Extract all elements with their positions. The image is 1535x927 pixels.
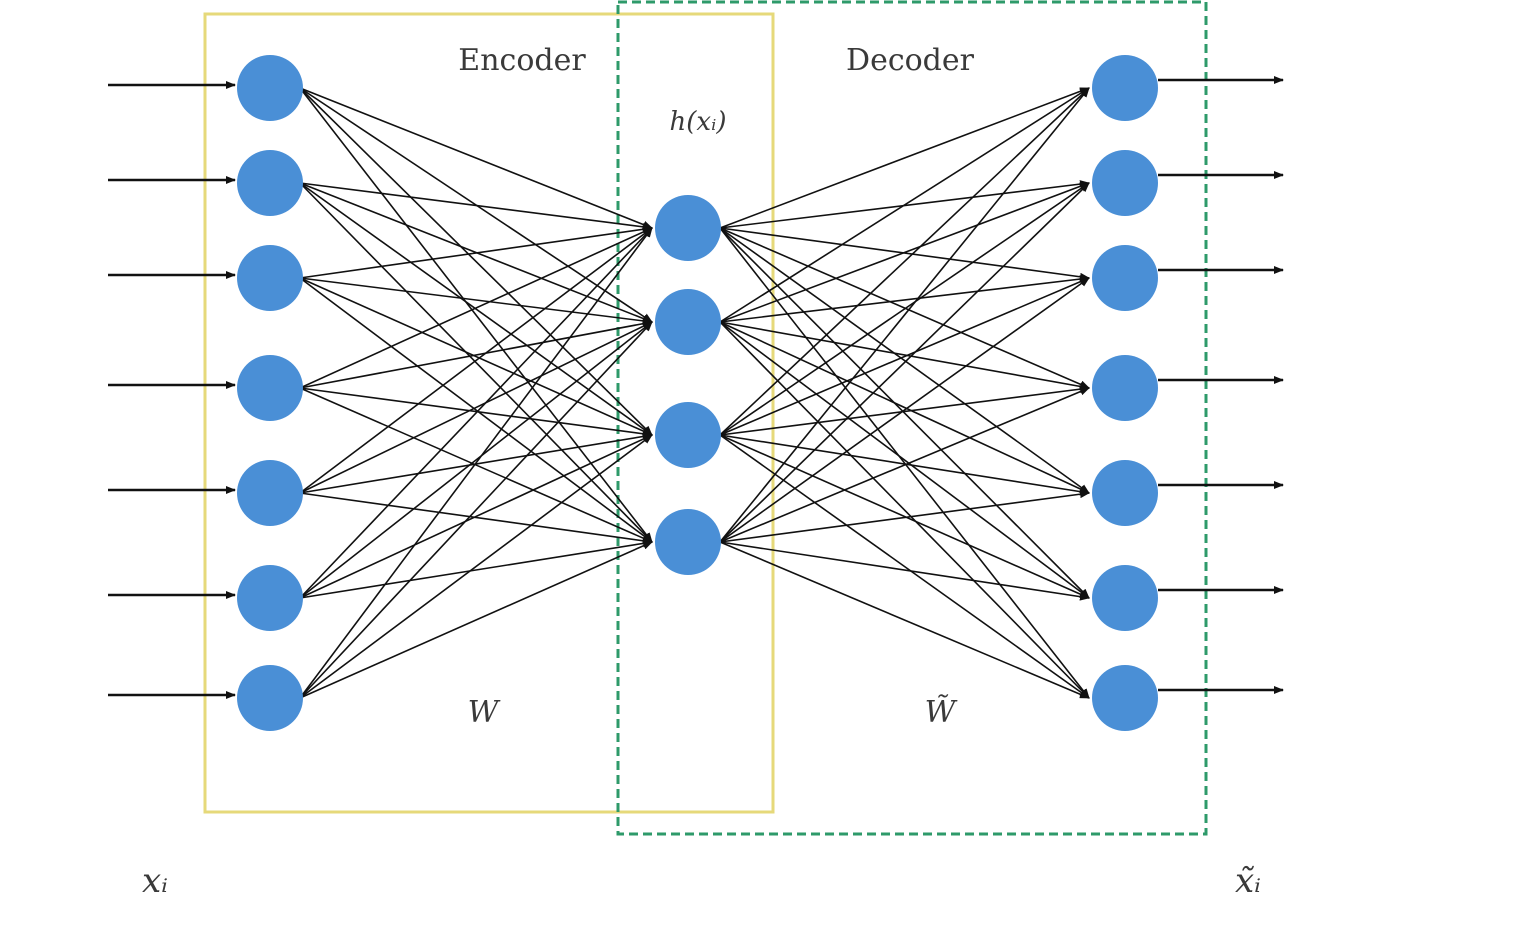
hidden-layer-label: h(xᵢ) [670,107,727,137]
decoder-edge [719,277,1090,543]
hidden-node [655,402,721,468]
decoder-label: Decoder [846,43,975,78]
decoder-edge [719,321,1090,494]
decoder-edge [719,434,1090,599]
nodes [237,55,1158,731]
encoder-edge [299,277,653,543]
input-node [237,245,303,311]
encoder-edge [299,182,653,231]
decoder-edge [719,434,1090,699]
encoder-edge [299,225,653,279]
encoder-edge [299,277,653,325]
io-arrows [108,76,1284,699]
decoder-edge [719,387,1090,543]
decoder-edge [719,321,1090,699]
decoder-edge [719,87,1090,323]
encoder-edge [299,227,653,699]
input-node [237,460,303,526]
encoder-edge [299,227,653,494]
hidden-node [655,289,721,355]
encoder-edge [299,539,653,599]
decoder-edge [719,277,1090,436]
encoder-weight-label: W [468,695,501,730]
decoder-edge [719,227,1090,389]
encoder-edge [299,182,653,436]
encoder-edge [299,277,653,436]
encoder-label: Encoder [458,43,586,78]
output-node [1092,565,1158,631]
connections [299,87,1090,699]
output-node [1092,55,1158,121]
decoder-weight-label: W̃ [925,695,958,730]
encoder-edge [299,321,653,494]
hidden-node [655,509,721,575]
decoder-edge [719,182,1090,436]
encoder-edge [299,227,653,389]
decoder-box [616,0,1208,836]
encoder-edge [299,87,653,543]
decoder-edge [719,541,1090,699]
encoder-edge [299,321,653,699]
decoder-edge [719,87,1090,543]
encoder-edge [299,492,653,545]
encoder-edge [299,434,653,699]
hidden-node [655,195,721,261]
decoder-edge [719,182,1090,543]
encoder-edge [299,387,653,543]
encoder-edge [299,387,653,438]
output-node [1092,665,1158,731]
input-node [237,355,303,421]
decoder-edge [719,385,1090,436]
decoder-edge [719,87,1090,436]
encoder-edge [299,319,653,389]
decoder-edge [719,490,1090,543]
output-label: x̃ᵢ [1235,861,1261,901]
decoder-edge [719,434,1090,496]
output-node [1092,460,1158,526]
input-label: xᵢ [142,861,168,901]
output-node [1092,150,1158,216]
encoder-edge [299,182,653,543]
output-node [1092,245,1158,311]
decoder-edge [719,227,1090,699]
decoder-edge [719,87,1090,229]
decoder-edge [719,321,1090,391]
decoder-edge [719,541,1090,601]
input-node [237,150,303,216]
encoder-edge [299,227,653,599]
encoder-edge [299,541,653,699]
input-node [237,55,303,121]
input-node [237,565,303,631]
encoder-edge [299,434,653,599]
output-node [1092,355,1158,421]
encoder-edge [299,87,653,229]
encoder-edge [299,321,653,599]
decoder-edge [719,227,1090,599]
decoder-edge [719,182,1090,323]
input-node [237,665,303,731]
decoder-edge [719,275,1090,323]
decoder-edge [719,227,1090,494]
encoder-edge [299,87,653,436]
decoder-edge [719,321,1090,599]
